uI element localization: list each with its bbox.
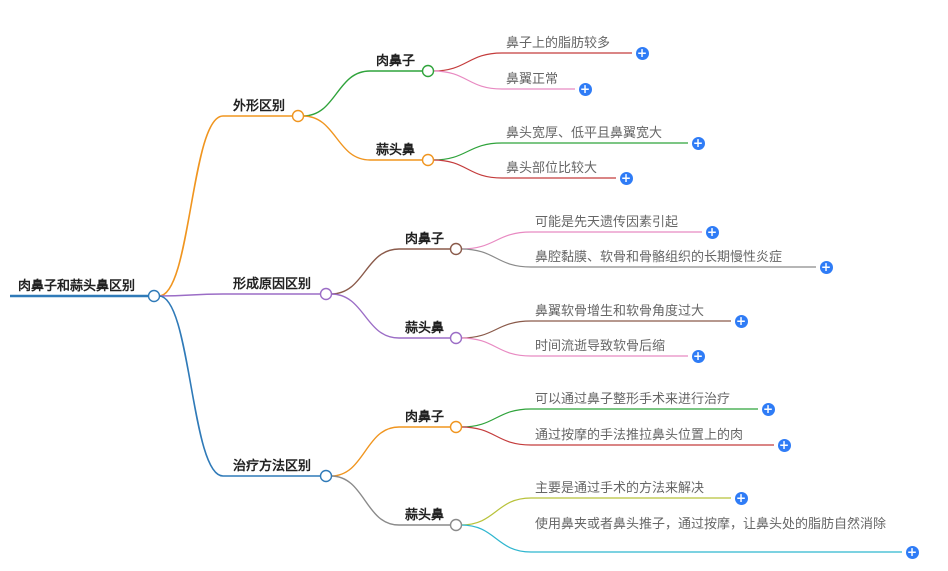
sub-connector-2-1 [330, 475, 400, 526]
leaf-text-1-1-0: 鼻翼软骨增生和软骨角度过大 [535, 304, 705, 319]
expand-plus-icon-1-1-0[interactable]: + [734, 313, 748, 328]
sub-label-1-1: 蒜头鼻 [405, 321, 445, 336]
branch-node-circle-1[interactable] [319, 287, 333, 301]
sub-connector-2-0 [330, 426, 400, 477]
leaf-text-0-0-0: 鼻子上的脂肪较多 [506, 36, 611, 51]
expand-plus-icon-0-1-0[interactable]: + [691, 135, 705, 150]
leaf-connector-2-1-0 [460, 497, 532, 526]
leaf-connector-2-1-1 [460, 524, 532, 553]
branch-label-0: 外形区别 [233, 99, 286, 114]
branch-node-circle-2[interactable] [319, 469, 333, 483]
sub-label-2-1: 蒜头鼻 [405, 508, 445, 523]
leaf-connector-0-1-1 [432, 159, 503, 179]
expand-plus-icon-2-1-1[interactable]: + [905, 544, 919, 559]
leaf-connector-0-1-0 [432, 142, 503, 161]
root-node-circle[interactable] [147, 289, 161, 303]
sub-connector-1-0 [330, 248, 400, 295]
sub-node-circle-1-1[interactable] [449, 331, 463, 345]
leaf-text-1-0-1: 鼻腔黏膜、软骨和骨骼组织的长期慢性炎症 [535, 250, 783, 265]
leaf-text-0-1-0: 鼻头宽厚、低平且鼻翼宽大 [506, 126, 663, 141]
sub-connector-1-1 [330, 293, 400, 339]
sub-node-circle-0-1[interactable] [421, 153, 435, 167]
expand-plus-icon-2-0-1[interactable]: + [777, 437, 791, 452]
leaf-text-1-0-0: 可能是先天遗传因素引起 [535, 215, 679, 230]
expand-plus-icon-1-0-1[interactable]: + [819, 259, 833, 274]
branch-connector-1 [158, 293, 224, 297]
leaf-text-1-1-1: 时间流逝导致软骨后缩 [535, 339, 666, 354]
branch-connector-0 [158, 115, 224, 297]
leaf-connector-2-0-0 [460, 408, 532, 428]
leaf-connector-2-0-1 [460, 426, 532, 446]
expand-plus-icon-0-0-1[interactable]: + [578, 81, 592, 96]
branch-node-circle-0[interactable] [291, 109, 305, 123]
leaf-connector-0-0-1 [432, 70, 503, 90]
leaf-text-2-0-1: 通过按摩的手法推拉鼻头位置上的肉 [535, 428, 744, 443]
sub-label-1-0: 肉鼻子 [405, 232, 445, 247]
leaf-connector-1-0-0 [460, 231, 532, 250]
leaf-connector-1-1-1 [460, 337, 532, 357]
leaf-text-0-0-1: 鼻翼正常 [506, 72, 559, 87]
sub-label-2-0: 肉鼻子 [405, 410, 445, 425]
sub-node-circle-0-0[interactable] [421, 64, 435, 78]
sub-label-0-1: 蒜头鼻 [376, 143, 416, 158]
expand-plus-icon-0-1-1[interactable]: + [619, 170, 633, 185]
leaf-connector-1-0-1 [460, 248, 532, 268]
leaf-text-2-1-0: 主要是通过手术的方法来解决 [535, 481, 705, 496]
expand-plus-icon-1-1-1[interactable]: + [691, 348, 705, 363]
sub-connector-0-1 [302, 115, 371, 161]
leaf-connector-0-0-0 [432, 52, 503, 72]
leaf-text-0-1-1: 鼻头部位比较大 [506, 161, 598, 176]
expand-plus-icon-2-1-0[interactable]: + [734, 490, 748, 505]
expand-plus-icon-2-0-0[interactable]: + [761, 401, 775, 416]
root-node-label: 肉鼻子和蒜头鼻区别 [18, 279, 136, 294]
leaf-connector-1-1-0 [460, 320, 532, 339]
branch-label-2: 治疗方法区别 [233, 459, 312, 474]
sub-node-circle-2-1[interactable] [449, 518, 463, 532]
leaf-text-2-0-0: 可以通过鼻子整形手术来进行治疗 [535, 392, 731, 407]
expand-plus-icon-1-0-0[interactable]: + [705, 224, 719, 239]
branch-connector-2 [158, 295, 224, 477]
leaf-text-2-1-1: 使用鼻夹或者鼻头推子，通过按摩，让鼻头处的脂肪自然消除 [535, 517, 887, 532]
expand-plus-icon-0-0-0[interactable]: + [635, 45, 649, 60]
sub-node-circle-2-0[interactable] [449, 420, 463, 434]
sub-connector-0-0 [302, 70, 371, 117]
sub-node-circle-1-0[interactable] [449, 242, 463, 256]
branch-label-1: 形成原因区别 [233, 277, 312, 292]
sub-label-0-0: 肉鼻子 [376, 54, 416, 69]
